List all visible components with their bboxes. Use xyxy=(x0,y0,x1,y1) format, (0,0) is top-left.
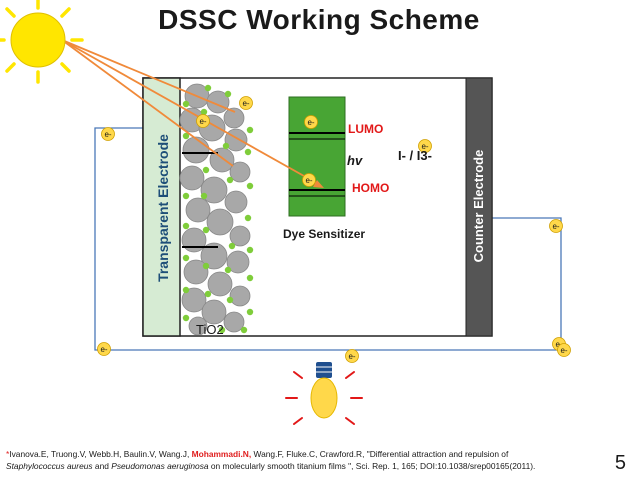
electron-label: e- xyxy=(348,352,355,361)
dye-molecule-dot xyxy=(182,132,190,140)
dye-molecule-dot xyxy=(246,126,254,134)
dye-molecule-dot xyxy=(204,290,212,298)
tio2-label: TiO2 xyxy=(196,322,224,337)
tio2-particle xyxy=(226,250,250,274)
transparent-electrode xyxy=(142,77,181,337)
light-bulb-icon xyxy=(285,362,363,425)
dye-molecule-dot xyxy=(246,308,254,316)
light-ray-1 xyxy=(61,39,321,186)
dye-molecule-dot xyxy=(200,108,208,116)
light-ray-3 xyxy=(61,39,236,113)
tio2-particle xyxy=(223,311,245,333)
dye-molecule-dot xyxy=(246,182,254,190)
tio2-particle xyxy=(229,285,251,307)
dye-molecule-dot xyxy=(222,142,230,150)
tio2-particle xyxy=(182,136,210,164)
dye-molecule-dot xyxy=(228,242,236,250)
tio2-particle xyxy=(200,242,228,270)
dye-molecule-dot xyxy=(182,192,190,200)
dye-molecule-dot xyxy=(200,192,208,200)
dye-sensitizer-label: Dye Sensitizer xyxy=(283,227,366,241)
electron: e- xyxy=(418,139,432,153)
external-circuit-wire xyxy=(94,127,562,351)
dye-molecule-dot xyxy=(202,166,210,174)
dye-molecule-dot xyxy=(224,266,232,274)
electron-label: e- xyxy=(242,99,249,108)
tio2-particle xyxy=(188,316,208,336)
tio2-particle xyxy=(224,190,248,214)
electron-group: e-e-e-e-e-e-e-e-e-e-e- xyxy=(97,96,571,363)
electron: e- xyxy=(304,115,318,129)
dye-molecule-dot xyxy=(182,254,190,262)
electron: e- xyxy=(239,96,253,110)
tio2-particle xyxy=(200,176,228,204)
dye-molecule-dot xyxy=(244,148,252,156)
electron: e- xyxy=(97,342,111,356)
electron-label: e- xyxy=(421,142,428,151)
tio2-particle xyxy=(229,225,251,247)
dye-molecule-dot xyxy=(202,226,210,234)
tio2-particle xyxy=(181,227,207,253)
tio2-particle xyxy=(206,208,234,236)
electron: e- xyxy=(557,343,571,357)
light-ray-2 xyxy=(61,39,234,167)
dye-sensitizer-bar xyxy=(288,96,346,217)
electron: e- xyxy=(549,219,563,233)
electron-label: e- xyxy=(307,118,314,127)
electron: e- xyxy=(101,127,115,141)
tio2-particle-layer xyxy=(179,83,254,336)
tio2-particle xyxy=(207,271,233,297)
dye-molecule-dot xyxy=(244,214,252,222)
redox-couple-label: I- / I3- xyxy=(398,148,432,163)
page-number: 5 xyxy=(614,452,626,474)
electron-label: e- xyxy=(100,345,107,354)
tio2-particle xyxy=(229,161,251,183)
dye-molecule-dot xyxy=(226,296,234,304)
dye-molecule-dot xyxy=(182,222,190,230)
dye-molecule-dot xyxy=(182,314,190,322)
electron-label: e- xyxy=(104,130,111,139)
tio2-particle xyxy=(181,287,207,313)
counter-electrode xyxy=(465,77,493,337)
electron: e- xyxy=(302,173,316,187)
dye-molecule-dot xyxy=(182,286,190,294)
dye-molecule-dot xyxy=(182,100,190,108)
electron: e- xyxy=(345,349,359,363)
dye-molecule-dot xyxy=(246,274,254,282)
lumo-label: LUMO xyxy=(348,122,384,136)
dye-molecule-dot xyxy=(202,262,210,270)
electron-label: e- xyxy=(305,176,312,185)
tio2-particle xyxy=(183,259,209,285)
sun-icon xyxy=(0,0,84,84)
electron: e- xyxy=(196,114,210,128)
slide-title: DSSC Working Scheme xyxy=(158,4,480,35)
tio2-particle xyxy=(179,165,205,191)
counter-electrode-label: Counter Electrode xyxy=(471,149,486,263)
electron-label: e- xyxy=(199,117,206,126)
dye-molecule-dot xyxy=(218,326,226,334)
electron-label: e- xyxy=(560,346,567,355)
transparent-electrode-label: Transparent Electrode xyxy=(155,134,171,282)
citation-marker: * xyxy=(6,449,10,459)
electron-label: e- xyxy=(552,222,559,231)
dye-molecule-dot xyxy=(226,176,234,184)
tio2-particle xyxy=(201,299,227,325)
homo-label: HOMO xyxy=(352,181,390,195)
tio2-particle xyxy=(223,107,245,129)
dye-molecule-dot xyxy=(204,84,212,92)
highlighted-author: Mohammadi.N, xyxy=(191,449,252,459)
hv-label: hv xyxy=(347,153,363,168)
dye-molecule-dot xyxy=(224,90,232,98)
electron-label: e- xyxy=(555,340,562,349)
tio2-particle xyxy=(185,197,211,223)
dye-molecule-dot xyxy=(246,246,254,254)
dye-molecule-dot xyxy=(240,326,248,334)
citation-footer: *Ivanova.E, Truong.V, Webb.H, Baulin.V, … xyxy=(6,449,536,471)
